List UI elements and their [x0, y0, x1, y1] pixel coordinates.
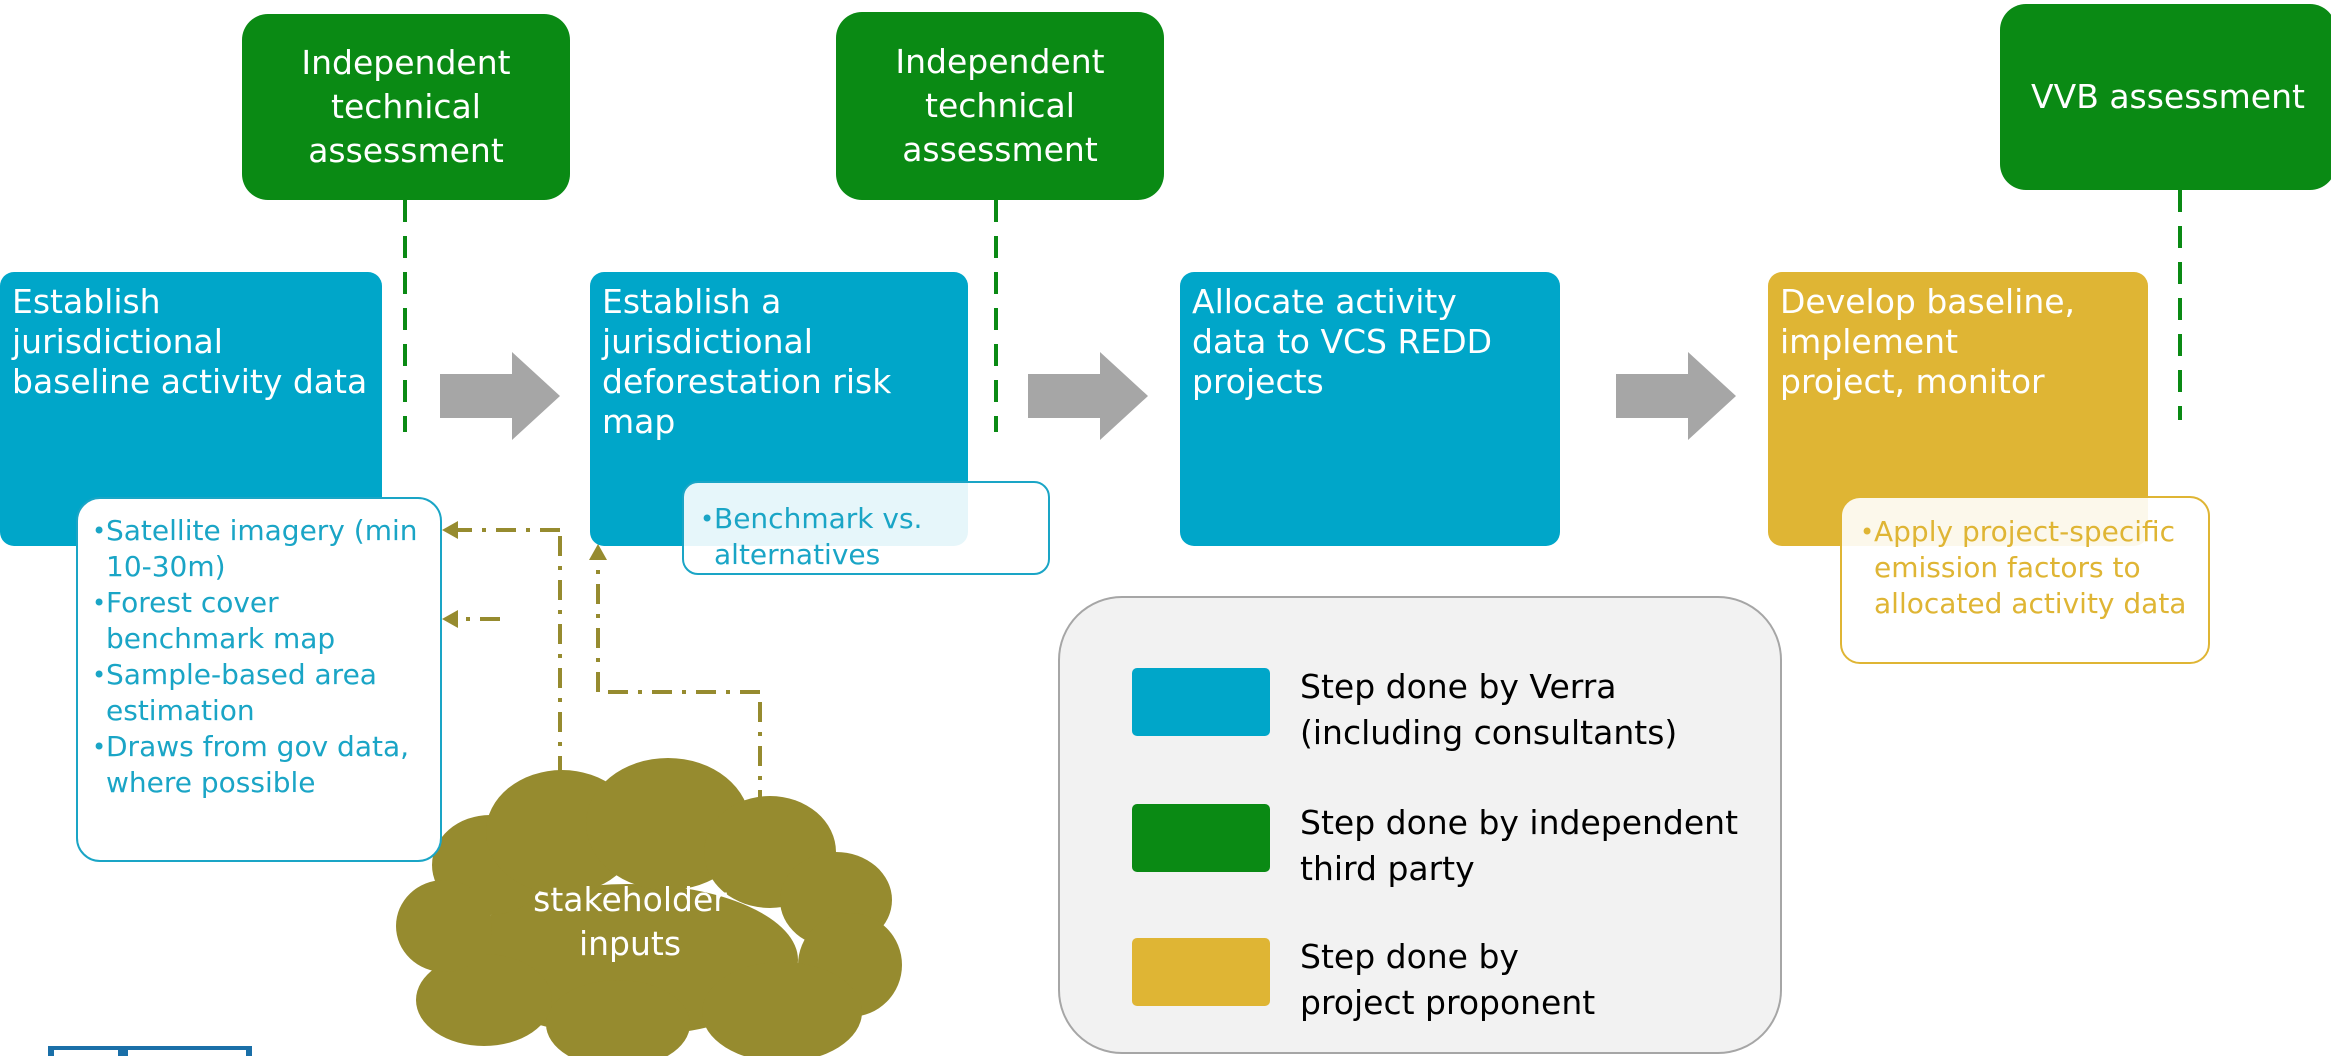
- note-baseline-item: Draws from gov data, where possible: [92, 729, 428, 801]
- step-label-4: Develop baseline, implement project, mon…: [1780, 282, 2076, 401]
- step-allocate-activity-data: Allocate activity data to VCS REDD proje…: [1180, 272, 1560, 546]
- stakeholder-arrowhead-3: [589, 544, 607, 560]
- note-riskmap-item: Benchmark vs. alternatives: [700, 501, 1036, 573]
- legend-item-verra: Step done by Verra (including consultant…: [1132, 667, 1770, 756]
- note-baseline-item: Sample-based area estimation: [92, 657, 428, 729]
- legend-item-third-party: Step done by independent third party: [1132, 803, 1740, 892]
- assessment-box-3: VVB assessment: [2000, 4, 2331, 190]
- logo-icon: [48, 1046, 252, 1056]
- step-label-1: Establish jurisdictional baseline activi…: [12, 282, 368, 401]
- note-project-details: Apply project-specific emission factors …: [1840, 496, 2210, 664]
- stakeholder-arrowhead-2: [442, 610, 458, 628]
- note-baseline-details: Satellite imagery (min 10-30m) Forest co…: [76, 497, 442, 862]
- note-project-list: Apply project-specific emission factors …: [1860, 514, 2196, 622]
- assessment-box-1: Independent technical assessment: [242, 14, 570, 200]
- assessment-label-2: Independent technical assessment: [895, 42, 1105, 169]
- legend: Step done by Verra (including consultant…: [1058, 596, 1782, 1054]
- stakeholder-cloud: [396, 758, 902, 1056]
- note-riskmap-list: Benchmark vs. alternatives: [700, 501, 1036, 573]
- legend-label-proponent: Step done by project proponent: [1300, 937, 1596, 1022]
- note-baseline-list: Satellite imagery (min 10-30m) Forest co…: [92, 513, 428, 801]
- stakeholder-label: stakeholder inputs: [533, 880, 727, 963]
- assessment-box-2: Independent technical assessment: [836, 12, 1164, 200]
- legend-swatch-proponent: [1132, 938, 1270, 1006]
- assessment-label-1: Independent technical assessment: [301, 43, 511, 170]
- legend-label-third-party: Step done by independent third party: [1300, 803, 1739, 888]
- assessment-label-3: VVB assessment: [2031, 77, 2305, 116]
- legend-label-verra: Step done by Verra (including consultant…: [1300, 667, 1678, 752]
- flow-arrow-2: [1028, 352, 1148, 440]
- step-label-2: Establish a jurisdictional deforestation…: [602, 282, 892, 441]
- note-riskmap-details: Benchmark vs. alternatives: [682, 481, 1050, 575]
- legend-swatch-verra: [1132, 668, 1270, 736]
- note-baseline-item: Forest cover benchmark map: [92, 585, 428, 657]
- step-label-3: Allocate activity data to VCS REDD proje…: [1192, 282, 1493, 401]
- note-baseline-item: Satellite imagery (min 10-30m): [92, 513, 428, 585]
- note-project-item: Apply project-specific emission factors …: [1860, 514, 2196, 622]
- legend-swatch-third-party: [1132, 804, 1270, 872]
- step-baseline-activity-data: Establish jurisdictional baseline activi…: [0, 272, 382, 546]
- legend-item-proponent: Step done by project proponent: [1132, 937, 1640, 1026]
- stakeholder-arrowhead-1: [442, 521, 458, 539]
- flow-arrow-3: [1616, 352, 1736, 440]
- flow-arrow-1: [440, 352, 560, 440]
